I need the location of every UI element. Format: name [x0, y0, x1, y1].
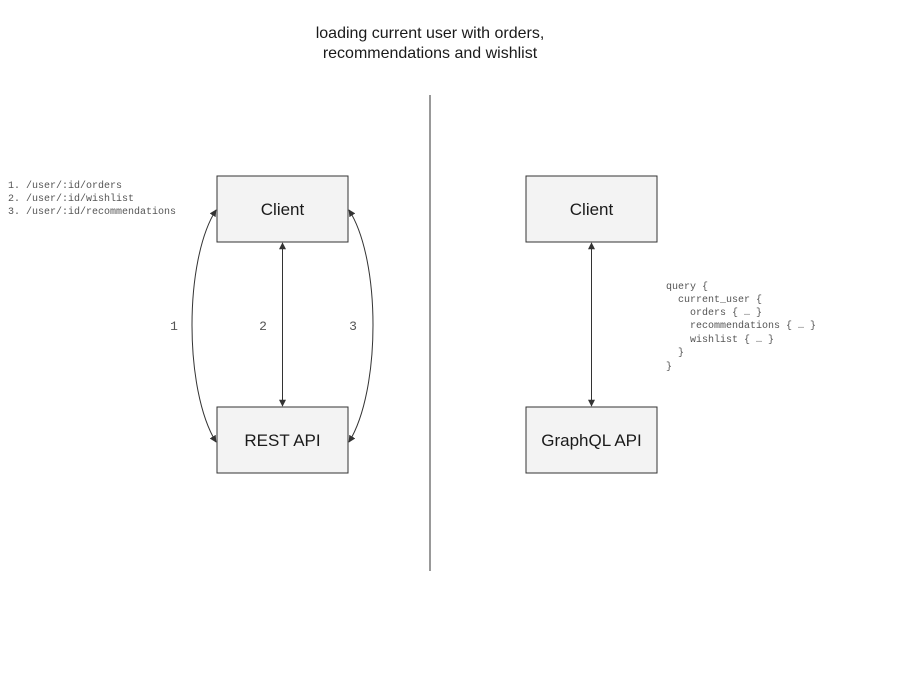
graphql-api-label: GraphQL API — [541, 431, 641, 450]
rest-request-1-arrow — [191, 209, 217, 443]
diagram-title-line-1: loading current user with orders, — [316, 25, 545, 42]
graphql-query-line-2: current_user { — [666, 294, 762, 306]
rest-arrow-label-2: 2 — [259, 319, 267, 334]
rest-client-label: Client — [261, 200, 305, 219]
rest-endpoint-1: 1. /user/:id/orders — [8, 180, 122, 192]
graphql-query-line-5: wishlist { … } — [666, 334, 774, 346]
graphql-client-label: Client — [570, 200, 614, 219]
graphql-api-box: GraphQL API — [525, 406, 658, 474]
rest-request-3-arrow — [348, 209, 374, 443]
rest-endpoint-2: 2. /user/:id/wishlist — [8, 193, 134, 205]
graphql-query-line-4: recommendations { … } — [666, 320, 816, 332]
graphql-query-line-7: } — [666, 361, 672, 373]
rest-client-box: Client — [216, 175, 349, 243]
rest-api-label: REST API — [244, 431, 320, 450]
rest-endpoint-3: 3. /user/:id/recommendations — [8, 206, 176, 218]
graphql-query-line-6: } — [666, 347, 684, 359]
rest-arrow-label-3: 3 — [349, 319, 357, 334]
diagram-title-line-2: recommendations and wishlist — [323, 45, 538, 62]
graphql-query-line-1: query { — [666, 281, 708, 293]
graphql-query-line-3: orders { … } — [666, 307, 762, 319]
rest-arrow-label-1: 1 — [170, 319, 178, 334]
graphql-client-box: Client — [525, 175, 658, 243]
rest-api-box: REST API — [216, 406, 349, 474]
